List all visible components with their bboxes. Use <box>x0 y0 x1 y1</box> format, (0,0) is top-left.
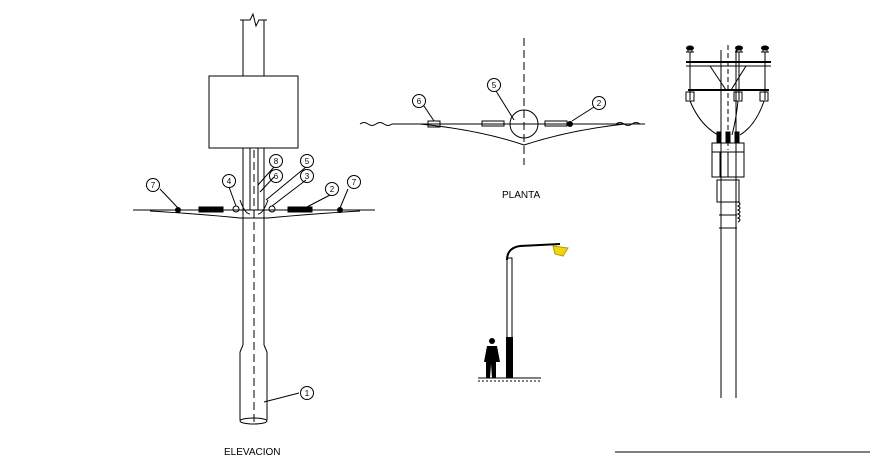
fitting-right <box>268 205 276 213</box>
pole-taper-right <box>263 344 268 353</box>
lead-center <box>731 100 739 136</box>
callout-circle-2 <box>325 182 339 196</box>
break-mark <box>240 12 267 28</box>
callout-circle-6 <box>269 169 283 183</box>
person-silhouette <box>484 338 500 378</box>
callout-circle-4 <box>222 174 236 188</box>
callout-circle-1 <box>300 386 314 400</box>
plan-callout-numbers: 6 5 2 <box>417 81 602 108</box>
plan-callout-circle-6 <box>412 94 426 108</box>
callout-2: 2 <box>330 185 335 194</box>
plan-arc <box>419 123 626 146</box>
conductor-sag <box>149 210 361 219</box>
plan-insulator-left <box>481 120 505 127</box>
bend-right <box>257 199 269 215</box>
coil-cable <box>736 201 741 223</box>
callout-circle-3 <box>300 169 314 183</box>
callout-circle-7-right <box>347 175 361 189</box>
fitting-left <box>232 205 240 213</box>
brace-right <box>730 65 747 91</box>
leader-2 <box>304 194 331 209</box>
callout-circle-5 <box>300 154 314 168</box>
plan-leader-6 <box>423 105 435 122</box>
clamp-right <box>287 206 313 213</box>
plan-wave-left <box>359 122 393 126</box>
cutout-center <box>733 91 743 102</box>
callout-circle-7-left <box>146 178 160 192</box>
cabinet-box <box>208 75 299 149</box>
callout-circle-8 <box>269 154 283 168</box>
leader-6 <box>259 176 275 193</box>
plan-view <box>359 38 645 165</box>
plan-callout-2: 2 <box>597 99 602 108</box>
street-lamp <box>478 243 569 382</box>
plan-connector-right <box>567 121 573 127</box>
bushing-2 <box>725 131 731 143</box>
lamp-arm <box>506 243 561 261</box>
bend-left <box>239 199 251 215</box>
plan-insulator-right <box>544 120 568 127</box>
plan-callout-5: 5 <box>492 81 497 90</box>
callout-7-left: 7 <box>151 181 156 190</box>
callout-6: 6 <box>274 172 279 181</box>
bushing-3 <box>734 131 740 143</box>
plan-callout-circle-2 <box>592 96 606 110</box>
top-insulator-caps <box>686 45 769 51</box>
callout-5: 5 <box>305 157 310 166</box>
leader-1 <box>263 392 300 403</box>
lead-left <box>689 100 719 136</box>
elevation-title: ELEVACION <box>224 447 281 456</box>
lead-right <box>739 100 765 136</box>
leader-8 <box>257 166 275 186</box>
plan-title: PLANTA <box>502 190 540 201</box>
callout-7-right: 7 <box>352 178 357 187</box>
transformer-pole <box>685 45 771 398</box>
clamp-left <box>198 206 224 213</box>
lower-bracket <box>716 179 740 203</box>
cutout-right <box>759 91 769 102</box>
leader-5 <box>265 166 307 201</box>
callout-8: 8 <box>274 157 279 166</box>
plan-wave-right <box>615 122 641 126</box>
elevation-callout-numbers: 7 4 8 6 5 3 2 7 1 <box>151 157 357 398</box>
brace-left <box>709 65 727 91</box>
leader-3 <box>271 179 307 207</box>
leader-7-left <box>159 188 179 209</box>
plan-pole-circle <box>509 109 539 139</box>
plan-leader-2 <box>571 106 595 122</box>
callout-3: 3 <box>305 172 310 181</box>
pole-taper-left <box>239 344 244 353</box>
elevation-view <box>133 12 375 425</box>
lamp-head <box>552 245 569 257</box>
leader-4 <box>228 186 237 207</box>
plan-callout-6: 6 <box>417 97 422 106</box>
bushing-1 <box>716 131 722 143</box>
callout-1: 1 <box>305 389 310 398</box>
plan-callout-circle-5 <box>487 78 501 92</box>
callout-4: 4 <box>227 177 232 186</box>
leader-7-right <box>339 188 349 209</box>
connector-left <box>175 207 181 213</box>
connector-right <box>337 207 343 213</box>
lamp-base <box>506 337 513 378</box>
plan-leader-5 <box>495 90 515 121</box>
